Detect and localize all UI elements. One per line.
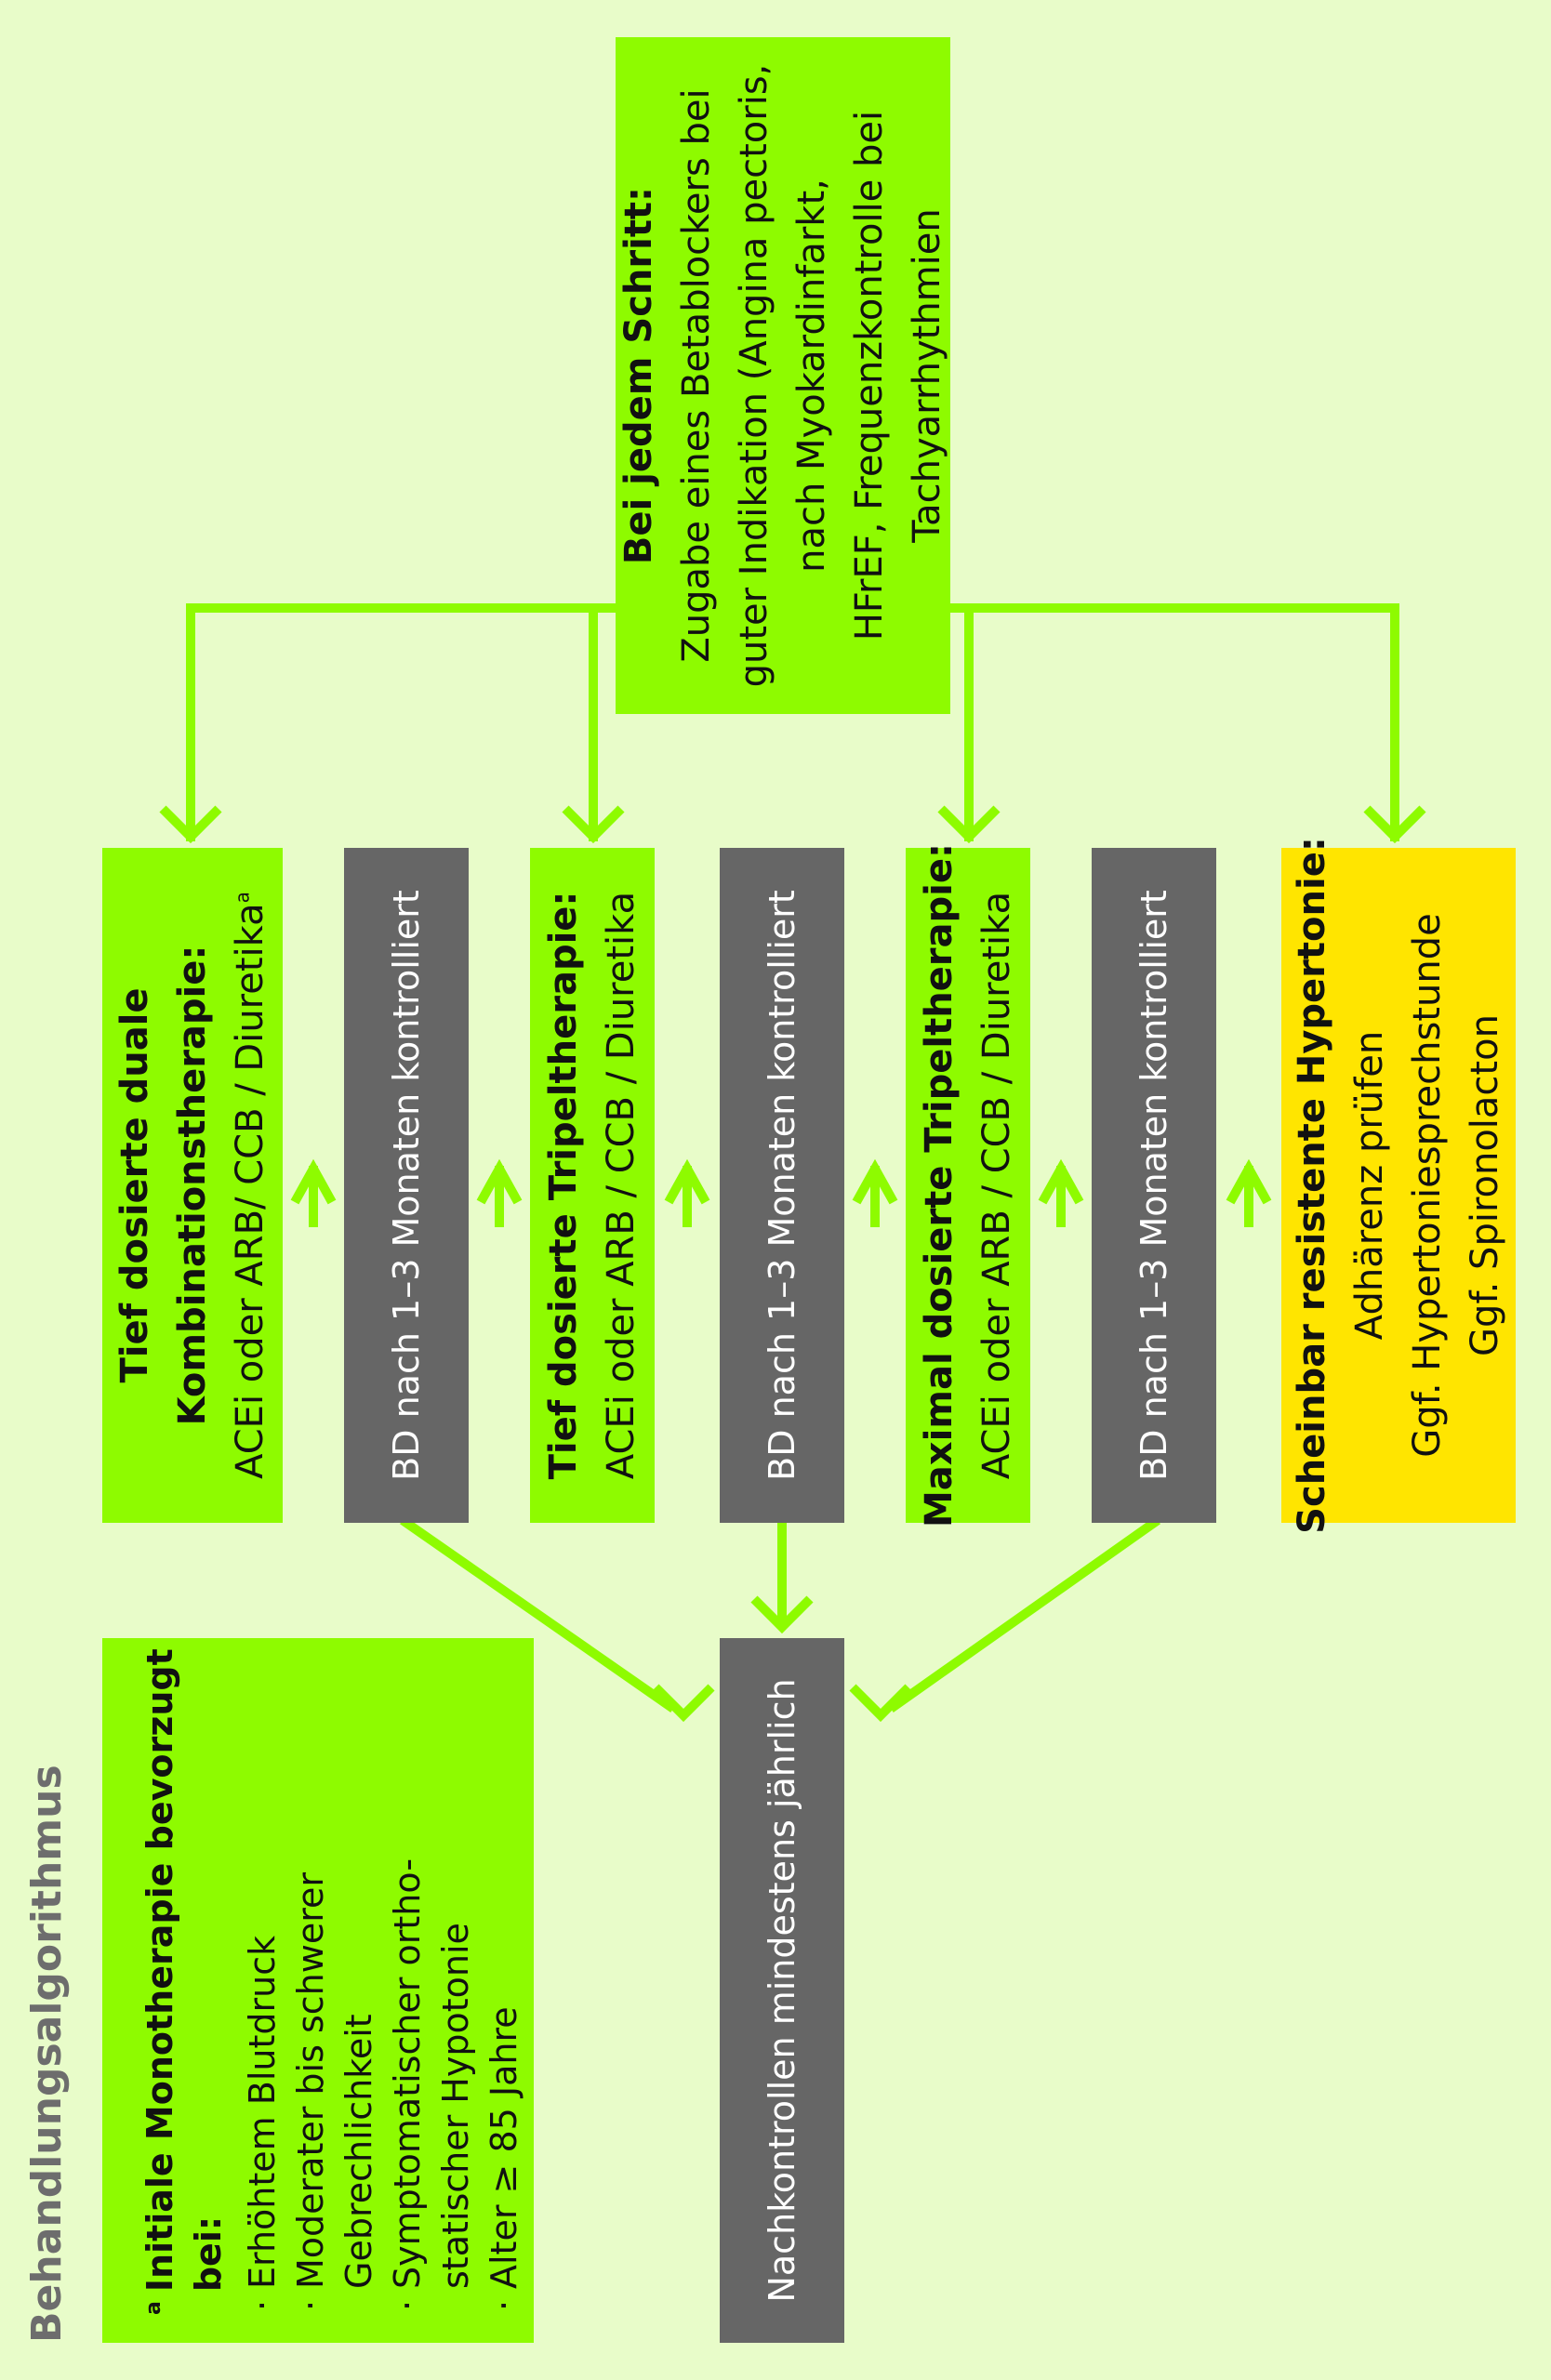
distribution-arrowhead-0	[159, 805, 222, 844]
check2-followup-arrowhead	[750, 1595, 814, 1634]
footnote-box: a Initiale Monotherapie bevorzugt bei: ·…	[102, 1638, 534, 2343]
step-body: ACEi oder ARB/ CCB / Diuretikaa	[221, 892, 279, 1479]
bp-check-text: BD nach 1–3 Monaten kontrolliert	[1133, 890, 1174, 1481]
footnote-marker: a	[142, 2301, 166, 2315]
bp-check-2: BD nach 1–3 Monaten kontrolliert	[720, 848, 844, 1523]
bp-check-3: BD nach 1–3 Monaten kontrolliert	[1092, 848, 1216, 1523]
bp-check-text: BD nach 1–3 Monaten kontrolliert	[386, 890, 427, 1481]
followup-box: Nachkontrollen mindestens jährlich	[720, 1638, 844, 2343]
step-max-dose-triple-therapy: Maximal dosierte Tripeltherapie: ACEi od…	[906, 843, 1030, 1527]
step-body-text: ACEi oder ARB/ CCB / Diuretika	[229, 903, 272, 1479]
step-heading: Kombinationstherapie:	[171, 945, 214, 1426]
list-item: ·Moderater bis schwerer	[290, 1871, 331, 2311]
step-body: ACEi oder ARB / CCB / Diuretika	[600, 891, 643, 1480]
distribution-arrowhead-3	[1363, 805, 1426, 844]
distribution-arrowhead-2	[937, 805, 1001, 844]
list-item: ·Symptomatischer ortho-	[387, 1858, 428, 2311]
list-item-continued: Gebrechlichkeit	[338, 2014, 379, 2289]
step-heading: Maximal dosierte Tripeltherapie:	[918, 843, 961, 1527]
beta-blocker-note-line: guter Indikation (Angina pectoris,	[733, 63, 776, 688]
step-heading: Tief dosierte Tripeltherapie:	[542, 891, 585, 1480]
footnote-marker: a	[231, 892, 254, 904]
bp-check-text: BD nach 1–3 Monaten kontrolliert	[762, 890, 802, 1481]
beta-blocker-note-heading: Bei jedem Schritt:	[617, 186, 660, 565]
check3-followup-arrowhead	[849, 1684, 912, 1723]
beta-blocker-note: Bei jedem Schritt: Zugabe eines Betabloc…	[616, 37, 950, 714]
followup-text: Nachkontrollen mindestens jährlich	[762, 1678, 802, 2303]
footnote-list: ·Erhöhtem Blutdruck ·Moderater bis schwe…	[238, 1858, 528, 2315]
step-dual-combination-therapy: Tief dosierte duale Kombinationstherapie…	[102, 848, 283, 1523]
distribution-arrowhead-1	[562, 805, 625, 844]
bp-check-1: BD nach 1–3 Monaten kontrolliert	[344, 848, 469, 1523]
step-body-line: Ggf. Spironolacton	[1464, 1014, 1506, 1356]
step-body: ACEi oder ARB / CCB / Diuretika	[975, 891, 1018, 1480]
footnote-heading-line: Initiale Monotherapie bevorzugt	[139, 1648, 180, 2293]
footnote-heading-line: bei:	[188, 2215, 229, 2293]
step-heading: Scheinbar resistente Hypertonie:	[1291, 837, 1333, 1534]
check1-to-followup	[400, 1516, 676, 1712]
beta-blocker-note-line: nach Myokardinfarkt,	[790, 178, 833, 573]
list-item-continued: statischer Hypotonie	[435, 1923, 476, 2289]
step-body-line: Adhärenz prüfen	[1348, 1030, 1391, 1341]
beta-blocker-note-line: Tachyarrhythmien	[906, 208, 948, 543]
step-low-dose-triple-therapy: Tief dosierte Tripeltherapie: ACEi oder …	[530, 848, 655, 1523]
beta-blocker-note-line: Zugabe eines Betablockers bei	[675, 88, 718, 663]
step-heading: Tief dosierte duale	[113, 987, 156, 1383]
step-body-line: Ggf. Hypertoniesprechstunde	[1406, 913, 1449, 1458]
list-item: ·Erhöhtem Blutdruck	[242, 1935, 283, 2311]
step-resistant-hypertension: Scheinbar resistente Hypertonie: Adhären…	[1281, 837, 1516, 1534]
list-item: ·Alter ≥ 85 Jahre	[484, 2006, 524, 2311]
check1-followup-arrowhead	[652, 1684, 715, 1723]
footnote-heading: a Initiale Monotherapie bevorzugt bei:	[136, 1648, 232, 2315]
beta-blocker-note-line: HFrEF, Frequenzkontrolle bei	[848, 110, 891, 641]
check3-to-followup	[888, 1516, 1160, 1712]
